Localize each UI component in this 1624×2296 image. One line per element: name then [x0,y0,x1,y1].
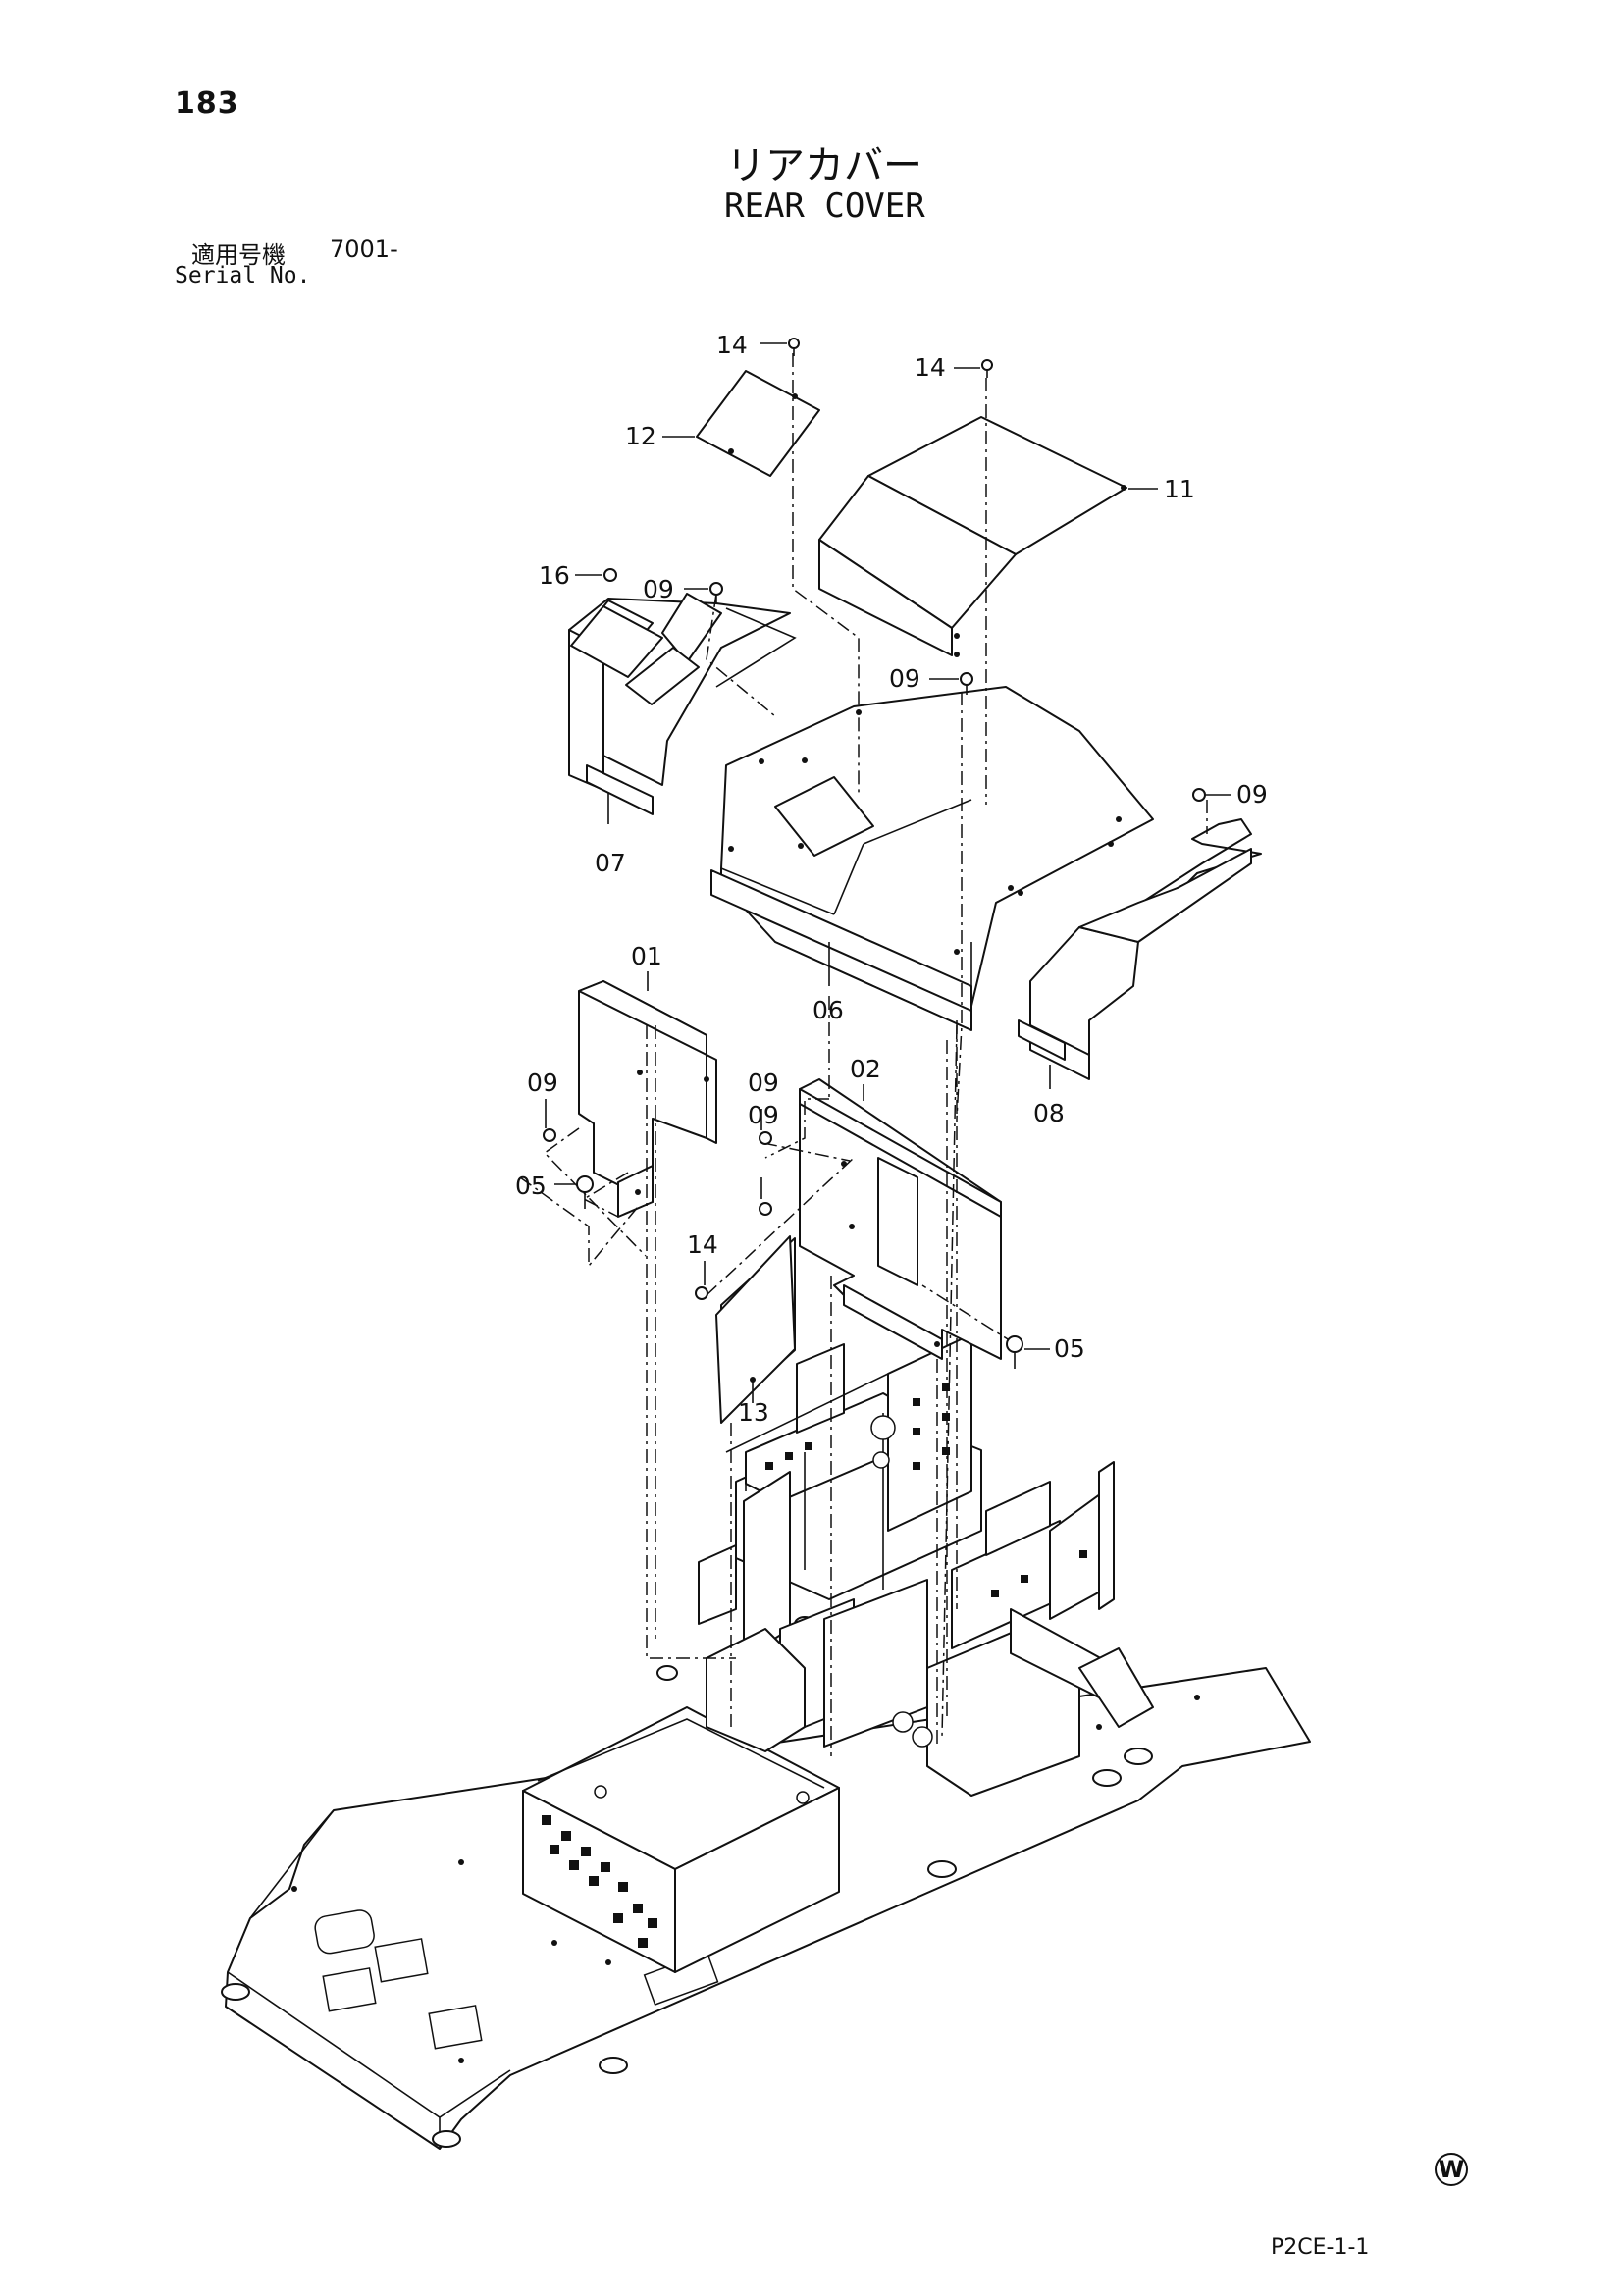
callout-16: 16 [539,561,570,590]
callout-14-top-left: 14 [716,331,748,359]
center-frame-assembly [698,1333,1154,1797]
assembly-guide-lines [519,353,1208,1756]
serial-label-japanese: 適用号機 [191,241,286,269]
part-12-small-plate [696,370,820,477]
serial-value: 7001- [330,235,398,263]
callout-11: 11 [1164,475,1195,503]
callout-02: 02 [850,1055,881,1083]
callout-06: 06 [812,996,844,1024]
part-02-panel [799,1078,1002,1360]
callout-09-center: 09 [748,1069,779,1097]
callout-13: 13 [738,1398,769,1427]
callout-07: 07 [595,849,626,877]
callout-09-right: 09 [1236,780,1268,809]
callout-01: 01 [631,942,662,970]
callout-12: 12 [625,422,656,450]
serial-label-english: Serial No. [175,263,311,288]
title-japanese: リアカバー [726,143,922,188]
callout-14-lower: 14 [687,1230,718,1259]
footer-w-mark: W [1435,2153,1468,2186]
callout-09-upper-center: 09 [889,664,920,693]
footer-page-code: P2CE-1-1 [1271,2235,1370,2260]
callout-leader-lines [545,342,1231,1403]
title-english: REAR COVER [724,186,925,226]
callout-09-lower-center: 09 [748,1101,779,1129]
callout-09-left: 09 [527,1069,558,1097]
callout-05-right: 05 [1054,1334,1085,1363]
part-08-right-side-cover [1018,818,1262,1080]
part-13-plate [715,1235,796,1424]
callout-08: 08 [1033,1099,1065,1127]
callout-05-left: 05 [515,1172,547,1200]
page-number: 183 [175,86,239,121]
fastener-bolts [543,338,1206,1369]
part-01-panel [578,980,717,1218]
callout-09-upper-left: 09 [643,575,674,603]
callout-14-top-right: 14 [915,353,946,382]
part-11-top-cover [818,416,1127,657]
part-16-cover-plate [570,605,663,678]
